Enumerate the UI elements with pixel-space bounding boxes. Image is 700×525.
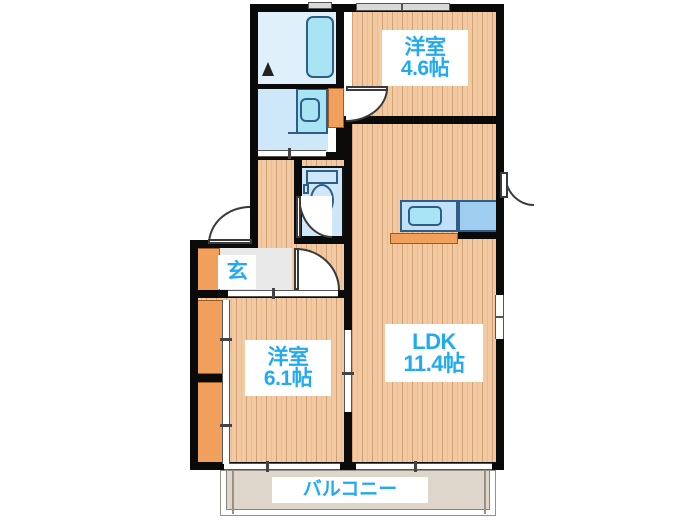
bathtub xyxy=(306,16,334,78)
room-label-bedroom-south: 洋室 6.1帖 xyxy=(245,340,331,396)
wall-west-lower xyxy=(190,240,198,470)
wall-east xyxy=(496,4,504,470)
balcony-outer-rail xyxy=(220,470,496,516)
wall-bath-wash xyxy=(256,84,340,89)
door-bedroom-north-leaf[interactable] xyxy=(346,86,388,91)
window-balcony-west[interactable] xyxy=(224,463,340,470)
wall-bath-east xyxy=(336,12,344,122)
window-bedroom-south-top[interactable] xyxy=(228,290,338,297)
door-washroom[interactable] xyxy=(258,150,326,157)
room-label-bedroom-north: 洋室 4.6帖 xyxy=(382,30,468,86)
door-washroom-panel[interactable] xyxy=(328,88,344,128)
room-ldk-floor xyxy=(352,122,500,466)
washbasin-bowl xyxy=(300,98,320,122)
window-east-mullion xyxy=(495,316,504,318)
closet-panel-mullion-1 xyxy=(220,338,232,341)
door-bedroom-south[interactable] xyxy=(344,330,352,412)
washroom-door-mullion xyxy=(288,148,291,159)
window-balcony-east[interactable] xyxy=(356,463,492,470)
closet-sliding-panels[interactable] xyxy=(222,300,230,464)
bathroom-corner-mark xyxy=(262,62,274,76)
room-label-entrance: 玄 xyxy=(218,255,256,289)
kitchen-back-wall xyxy=(458,232,500,239)
kitchen-range xyxy=(390,233,458,244)
wall-west-upper xyxy=(250,4,258,244)
balcony-rail-left xyxy=(232,470,234,514)
balcony-east-mullion xyxy=(414,461,417,472)
wall-entrance-top xyxy=(190,240,258,248)
balcony-west-mullion xyxy=(266,461,269,472)
door-hall-leaf[interactable] xyxy=(294,248,299,290)
closet-panel-mullion-2 xyxy=(220,424,232,427)
wall-hall-stub xyxy=(336,116,344,160)
bedroom-south-door-mullion xyxy=(342,372,354,375)
toilet-handle xyxy=(303,184,309,194)
door-ldk-east-swing[interactable] xyxy=(504,174,534,206)
door-ldk-east-leaf[interactable] xyxy=(500,172,508,198)
wall-toilet-south xyxy=(294,236,350,244)
wall-hall-ldk xyxy=(344,116,352,298)
washroom-counter-edge xyxy=(288,132,328,134)
shoe-cabinet xyxy=(196,248,220,296)
door-bathroom-leaf[interactable] xyxy=(296,196,301,238)
closet-divider xyxy=(190,374,224,382)
room-label-ldk: LDK 11.4帖 xyxy=(385,324,483,382)
wall-bedroom-north-south xyxy=(340,116,504,124)
window-north-bath[interactable] xyxy=(308,2,332,9)
door-entrance-leaf[interactable] xyxy=(208,239,252,244)
bedroom-south-top-mullion xyxy=(272,288,275,299)
balcony-label: バルコニー xyxy=(272,477,428,503)
window-north-2[interactable] xyxy=(402,3,450,11)
balcony-rail-right xyxy=(484,470,486,514)
window-north-1[interactable] xyxy=(356,3,402,11)
kitchen-sink-basin xyxy=(408,206,442,226)
kitchen-counter xyxy=(458,200,500,232)
toilet-tank xyxy=(306,170,338,184)
